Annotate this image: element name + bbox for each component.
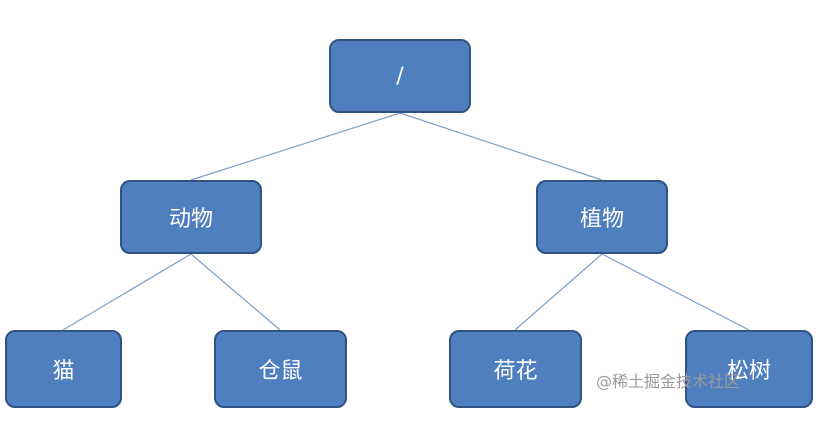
edge-animal-hamster xyxy=(190,253,281,331)
node-root-label: / xyxy=(396,63,404,89)
node-cat-label: 猫 xyxy=(52,359,75,384)
watermark: @稀土掘金技术社区 xyxy=(596,372,741,391)
node-plant-label: 植物 xyxy=(579,207,624,232)
edge-root-animal xyxy=(190,112,401,181)
node-cat: 猫 xyxy=(5,330,122,408)
node-lotus-label: 荷花 xyxy=(493,359,538,384)
node-pine-label: 松树 xyxy=(726,359,771,384)
node-animal-label: 动物 xyxy=(168,207,213,232)
node-hamster-label: 仓鼠 xyxy=(258,359,303,384)
node-lotus: 荷花 xyxy=(449,330,582,408)
node-pine: 松树 xyxy=(685,330,813,408)
edge-animal-cat xyxy=(62,253,192,331)
edge-plant-pine xyxy=(601,253,750,331)
node-root: / xyxy=(329,39,471,113)
node-animal: 动物 xyxy=(120,180,262,254)
node-hamster: 仓鼠 xyxy=(214,330,347,408)
edge-plant-lotus xyxy=(514,253,603,331)
node-plant: 植物 xyxy=(536,180,668,254)
edge-root-plant xyxy=(399,112,603,181)
